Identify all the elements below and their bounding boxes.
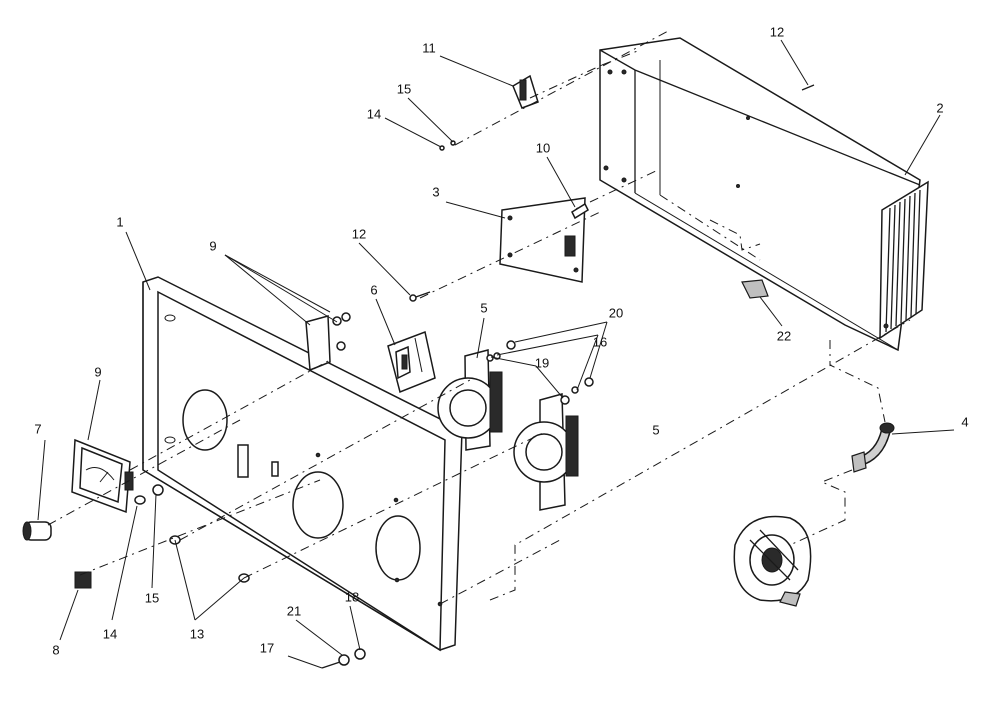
callout-2: 2 bbox=[936, 100, 944, 116]
callout-11: 11 bbox=[422, 40, 436, 56]
part-8-cap bbox=[74, 571, 92, 589]
callout-15-top: 15 bbox=[396, 81, 412, 97]
callout-14-bottom: 14 bbox=[102, 626, 118, 642]
callout-20: 20 bbox=[608, 305, 624, 321]
callout-22: 22 bbox=[776, 328, 792, 344]
part-11-clip bbox=[512, 74, 539, 109]
callout-21: 21 bbox=[286, 603, 302, 619]
callout-17: 17 bbox=[259, 640, 275, 656]
callout-8: 8 bbox=[52, 642, 60, 658]
callout-7: 7 bbox=[34, 421, 42, 437]
leader-lines bbox=[37, 39, 955, 669]
part-5-receptacle-upper bbox=[437, 349, 503, 451]
part-7-knob bbox=[22, 521, 52, 541]
part-3-plate bbox=[499, 197, 586, 283]
callout-16: 16 bbox=[592, 334, 608, 350]
callout-6: 6 bbox=[370, 282, 378, 298]
callout-12-mid: 12 bbox=[351, 226, 367, 242]
part-5-receptacle-lower bbox=[513, 393, 579, 511]
callout-18: 18 bbox=[344, 589, 360, 605]
fan-housing bbox=[733, 515, 812, 607]
part-22-bracket bbox=[741, 279, 769, 299]
callout-19: 19 bbox=[534, 355, 550, 371]
assembly-lines bbox=[47, 29, 911, 605]
callout-9-meter: 9 bbox=[94, 364, 102, 380]
part-1-front-panel bbox=[142, 276, 463, 652]
callout-4: 4 bbox=[961, 414, 969, 430]
callout-1: 1 bbox=[116, 214, 124, 230]
part-6-switch bbox=[387, 330, 436, 394]
part-9-bracket bbox=[305, 312, 351, 372]
callout-15-bottom: 15 bbox=[144, 590, 160, 606]
callout-12-top: 12 bbox=[769, 24, 785, 40]
callout-5-upper: 5 bbox=[480, 300, 488, 316]
callout-13: 13 bbox=[189, 626, 205, 642]
part-10-pin bbox=[571, 202, 589, 220]
callout-14-top: 14 bbox=[366, 106, 382, 122]
callout-10: 10 bbox=[535, 140, 551, 156]
cooling-fins bbox=[885, 189, 921, 333]
part-4-elbow bbox=[851, 422, 895, 473]
callout-3: 3 bbox=[432, 184, 440, 200]
part-9-meter bbox=[71, 438, 134, 514]
part-2-rear-enclosure bbox=[599, 37, 929, 352]
callout-9-upper: 9 bbox=[209, 238, 217, 254]
callout-5-lower: 5 bbox=[652, 422, 660, 438]
